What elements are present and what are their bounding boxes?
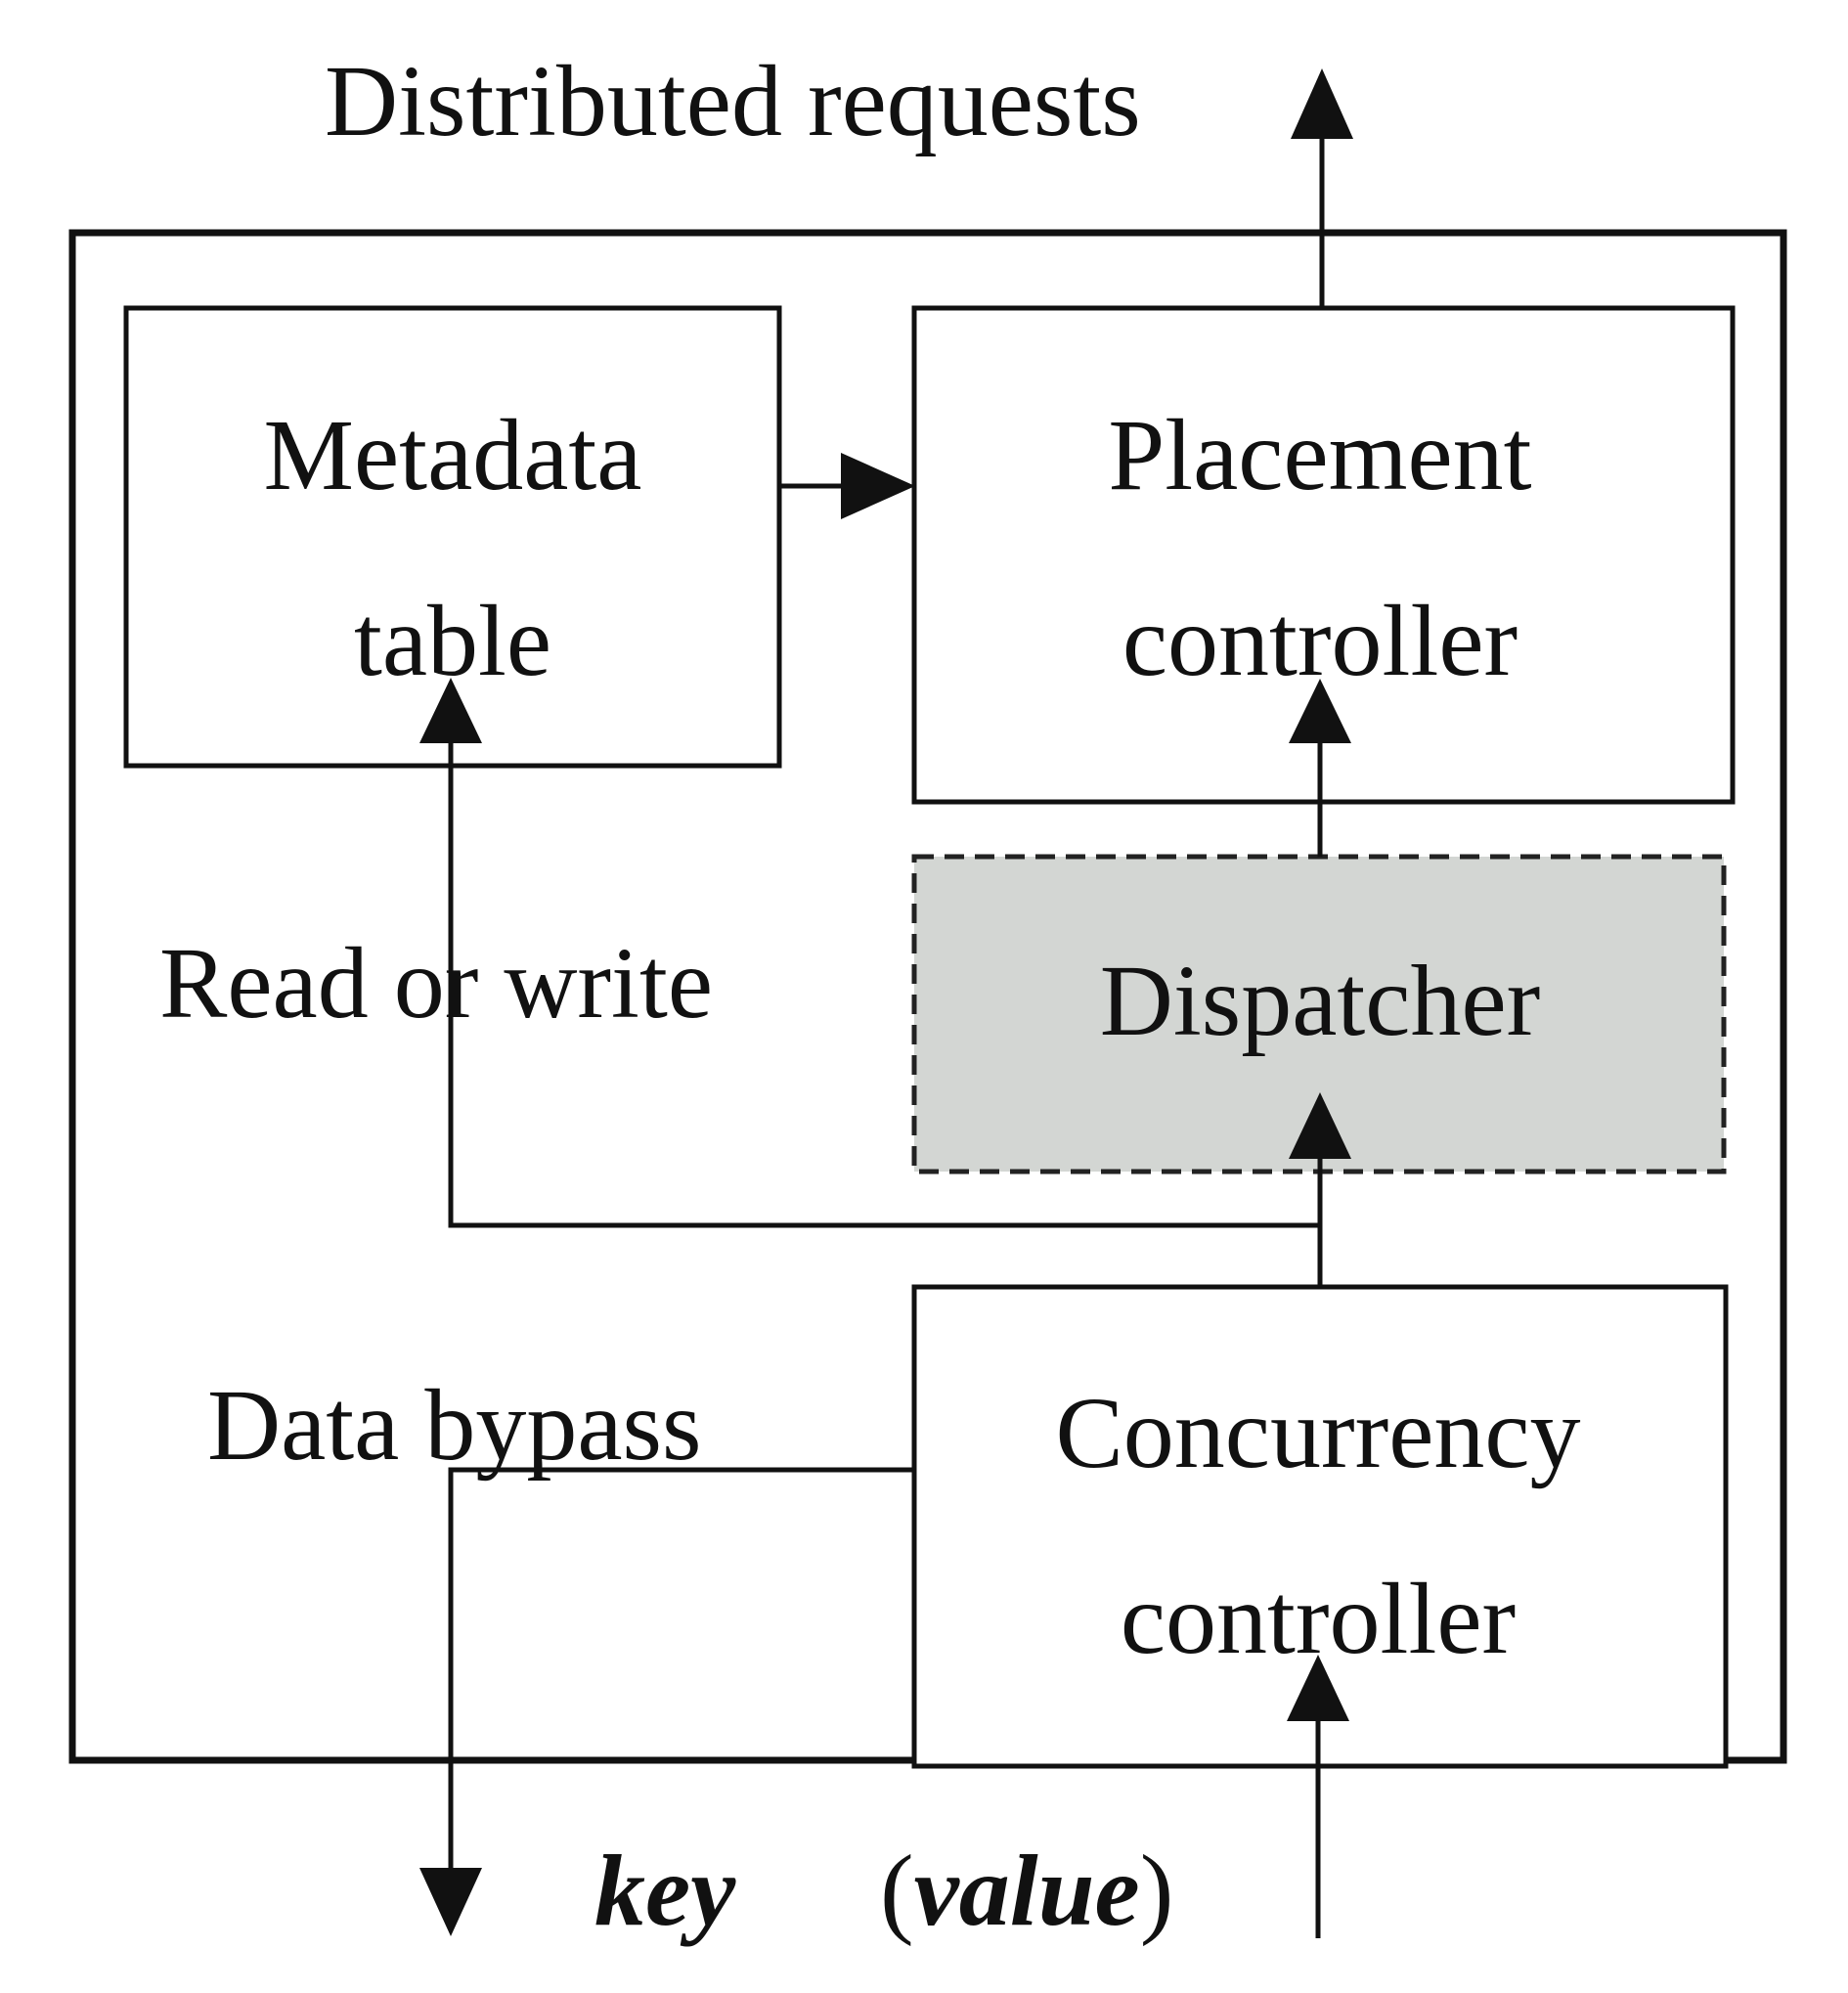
placement-controller-label-line1: Placement [1108, 399, 1531, 511]
value-close-paren: ) [1140, 1835, 1174, 1947]
read-or-write-label: Read or write [159, 927, 713, 1040]
value-word: value [914, 1835, 1140, 1947]
key-label: key [594, 1835, 736, 1947]
metadata-table-label-line2: table [354, 585, 551, 697]
arrowhead-up-distributed-requests [1291, 68, 1353, 139]
arrowhead-up-metadata-table [419, 678, 482, 743]
connector-data-bypass-path [448, 1467, 914, 1873]
arrowheads [419, 68, 1353, 1936]
concurrency-controller-label-line1: Concurrency [1055, 1377, 1580, 1489]
arrowhead-up-placement-controller [1289, 679, 1351, 743]
placement-controller-label-line2: controller [1122, 585, 1518, 697]
arrowhead-up-dispatcher [1289, 1092, 1351, 1159]
dispatcher-label: Dispatcher [1100, 945, 1540, 1057]
connectors [448, 135, 1325, 1938]
arrowhead-right-placement [841, 453, 915, 519]
value-open-paren: ( [880, 1835, 914, 1947]
value-label: (value) [880, 1835, 1173, 1947]
metadata-table-label-line1: Metadata [264, 399, 642, 511]
connector-read-write-path [448, 741, 1320, 1228]
arrowhead-up-concurrency-controller [1287, 1655, 1349, 1721]
distributed-requests-label: Distributed requests [325, 45, 1141, 157]
data-bypass-label: Data bypass [207, 1369, 701, 1482]
arrowhead-down-data-bypass [419, 1868, 482, 1936]
